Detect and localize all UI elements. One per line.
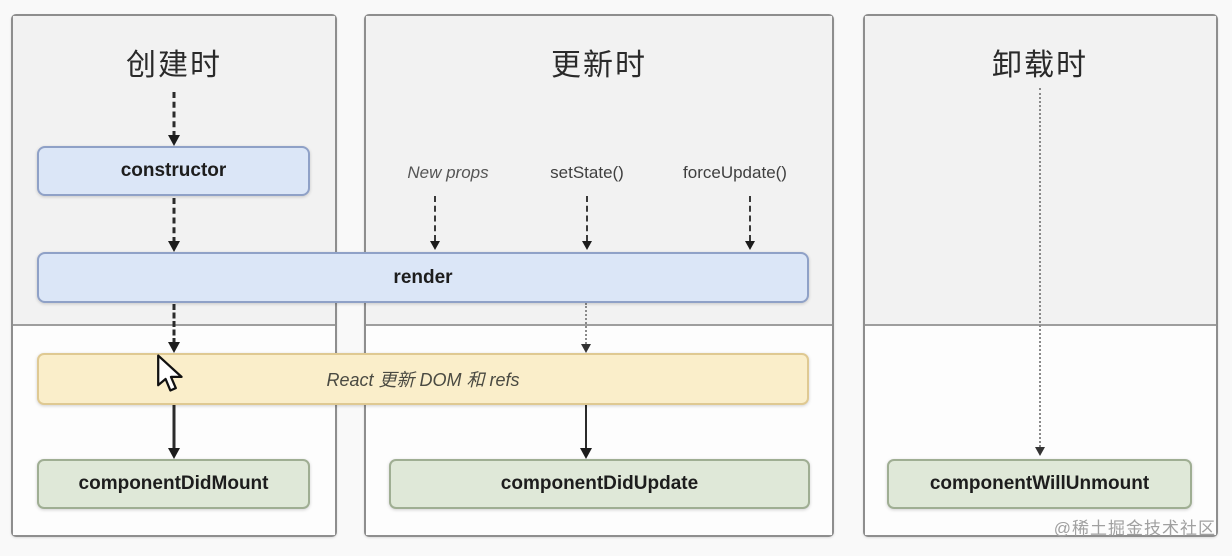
panel-title-creation: 创建时 bbox=[126, 49, 222, 82]
component-will-unmount-label: componentWillUnmount bbox=[929, 473, 1150, 494]
label-forceupdate: forceUpdate() bbox=[683, 163, 787, 182]
constructor-box: constructor bbox=[37, 146, 310, 196]
arrow-forceupdate-to-render bbox=[743, 196, 757, 250]
render-box: render bbox=[37, 252, 809, 303]
arrow-new-props-to-render bbox=[428, 196, 442, 250]
render-label: render bbox=[393, 266, 453, 288]
component-did-update-box: componentDidUpdate bbox=[389, 459, 810, 509]
react-dom-update-box: React 更新 DOM 和 refs bbox=[37, 353, 809, 405]
arrow-title-to-constructor bbox=[167, 92, 181, 146]
watermark: @稀土掘金技术社区 bbox=[1053, 519, 1216, 538]
arrow-dom-update-to-didmount bbox=[167, 405, 181, 459]
arrow-render-to-dom-update-update bbox=[579, 303, 593, 353]
constructor-label: constructor bbox=[120, 160, 227, 181]
label-new-props: New props bbox=[407, 163, 489, 182]
component-did-mount-box: componentDidMount bbox=[37, 459, 310, 509]
component-did-mount-label: componentDidMount bbox=[78, 473, 269, 494]
arrow-dom-update-to-didupdate bbox=[579, 405, 593, 459]
mouse-cursor-icon bbox=[157, 354, 183, 392]
arrow-constructor-to-render bbox=[167, 198, 181, 252]
label-setstate: setState() bbox=[550, 163, 624, 182]
react-dom-update-label: React 更新 DOM 和 refs bbox=[326, 370, 520, 390]
panel-title-update: 更新时 bbox=[551, 49, 647, 82]
panel-title-unmount: 卸载时 bbox=[992, 49, 1088, 82]
arrow-setstate-to-render bbox=[580, 196, 594, 250]
component-did-update-label: componentDidUpdate bbox=[500, 473, 699, 494]
arrow-render-to-dom-update-creation bbox=[167, 304, 181, 353]
component-will-unmount-box: componentWillUnmount bbox=[887, 459, 1192, 509]
arrow-title-to-willunmount bbox=[1033, 88, 1047, 456]
